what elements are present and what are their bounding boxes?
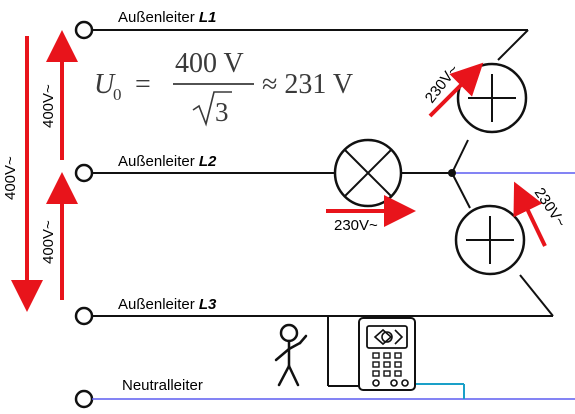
label-230v-top-right: 230V~ xyxy=(422,61,463,106)
label-400v-lower: 400V~ xyxy=(40,220,57,264)
label-230v-middle: 230V~ xyxy=(334,217,378,234)
formula: U 0 = 400 V 3 ≈ 231 V xyxy=(94,48,353,127)
formula-approx: ≈ 231 V xyxy=(262,69,353,100)
terminal-l2 xyxy=(74,163,94,183)
label-l1: Außenleiter L1 xyxy=(118,9,216,26)
lamp-bottom-right xyxy=(454,204,526,276)
label-400v-outer: 400V~ xyxy=(2,156,19,200)
label-400v-upper: 400V~ xyxy=(40,84,57,128)
formula-numerator: 400 V xyxy=(175,48,244,79)
voltage-arrows-left xyxy=(11,30,78,312)
terminal-neutral xyxy=(74,389,94,409)
sqrt-sign xyxy=(192,91,232,127)
label-neutral: Neutralleiter xyxy=(122,377,203,394)
person-icon xyxy=(274,323,308,387)
label-l2: Außenleiter L2 xyxy=(118,153,217,170)
arrow-230v-top-right xyxy=(428,62,484,118)
wire-l1 xyxy=(74,20,529,61)
formula-denominator: 3 xyxy=(215,97,229,127)
formula-subscript: 0 xyxy=(113,85,122,104)
formula-equals: = xyxy=(135,69,151,100)
lamp-top-right xyxy=(456,62,528,134)
wire-l2 xyxy=(74,139,575,209)
multimeter-icon xyxy=(358,317,416,391)
label-l3: Außenleiter L3 xyxy=(118,296,217,313)
terminal-l1 xyxy=(74,20,94,40)
formula-lhs: U xyxy=(94,69,116,100)
wire-l3 xyxy=(74,274,554,387)
lamp-middle xyxy=(333,138,403,208)
terminal-l3 xyxy=(74,306,94,326)
arrow-230v-bottom-right xyxy=(513,181,547,247)
